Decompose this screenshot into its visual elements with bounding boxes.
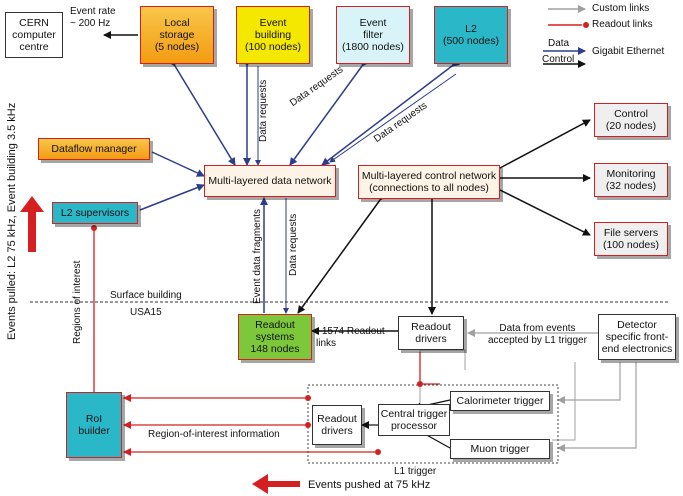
central-trigger-node: Central trigger processor (378, 404, 450, 436)
events-pulled-label: Events pulled: L2 75 kHz, Event building… (6, 102, 18, 340)
legend-data: Data (548, 38, 570, 49)
control-node: Control (20 nodes) (594, 103, 668, 137)
data-requests-ros-label: Data requests (288, 213, 299, 276)
muon-trigger-node: Muon trigger (450, 439, 550, 459)
link-detector-l1rod (552, 362, 576, 441)
l2-supervisors-node: L2 supervisors (52, 202, 138, 224)
surface-building-label: Surface building (110, 290, 182, 301)
link-l2-b (329, 73, 457, 163)
link-file-servers (491, 183, 591, 236)
l2-node: L2 (500 nodes) (434, 6, 508, 64)
readout-drivers-l1-node: Readout drivers (312, 405, 362, 445)
link-control (491, 119, 591, 175)
events-pushed-label: Events pushed at 75 kHz (308, 479, 431, 491)
data-requests-label-1: Data requests (258, 79, 269, 142)
roi-builder-node: RoI builder (66, 392, 122, 458)
readout-drivers-top-node: Readout drivers (398, 316, 464, 350)
pulled-arrow (20, 196, 44, 252)
data-network-node: Multi-layered data network (204, 165, 336, 197)
readout-systems-node: Readout systems 148 nodes (238, 314, 312, 360)
regions-of-interest-label: Regions of interest (72, 260, 83, 344)
monitoring-node: Monitoring (32 nodes) (594, 163, 668, 197)
legend-gigabit-ethernet: Gigabit Ethernet (592, 46, 665, 57)
readout-links-label: ~1574 Readout links (316, 326, 385, 349)
file-servers-node: File servers (100 nodes) (594, 222, 668, 256)
calorimeter-trigger-node: Calorimeter trigger (450, 391, 550, 411)
event-building-node: Event building (100 nodes) (236, 6, 310, 64)
detector-frontend-node: Detector specific front- end electronics (598, 314, 676, 360)
link-control-ros (297, 191, 388, 314)
link-l2-a (321, 58, 460, 166)
legend-control: Control (542, 54, 575, 65)
control-network-node: Multi-layered control network (connectio… (358, 165, 500, 199)
l1-trigger-label: L1 trigger (394, 466, 437, 477)
event-rate-label: Event rate ~ 200 Hz (70, 6, 116, 29)
event-data-fragments-label: Event data fragments (252, 208, 263, 304)
cern-computer-centre: CERN computer centre (5, 12, 63, 58)
legend-readout-links: Readout links (592, 19, 653, 30)
usa15-label: USA15 (130, 307, 162, 318)
link-detector-muon (557, 362, 637, 452)
legend-custom-links: Custom links (592, 3, 650, 14)
link-dataflow-manager (151, 151, 205, 177)
roi-information-label: Region-of-interest information (148, 429, 280, 440)
dataflow-manager-node: Dataflow manager (38, 138, 150, 160)
local-storage-node: Local storage (5 nodes) (140, 6, 214, 64)
link-detector-calo (557, 362, 621, 404)
data-from-events-label: Data from events accepted by L1 trigger (488, 323, 587, 346)
link-local-storage (167, 57, 236, 166)
event-filter-node: Event filter (1800 nodes) (336, 6, 410, 64)
link-l2-supervisors (139, 183, 205, 211)
pushed-arrow (252, 474, 300, 494)
